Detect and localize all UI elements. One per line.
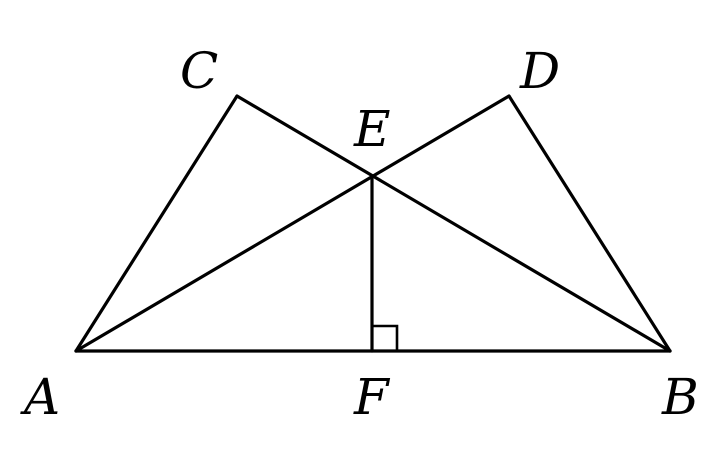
label-c: C: [180, 42, 218, 100]
right-angle-mark: [372, 324, 399, 351]
label-a: A: [20, 368, 60, 426]
segment-bc: [235, 94, 672, 353]
segment-bd: [507, 94, 672, 353]
label-e: E: [353, 100, 391, 158]
segment-ad: [74, 94, 511, 353]
segment-ac: [74, 94, 239, 353]
label-d: D: [519, 42, 560, 100]
label-f: F: [353, 368, 391, 426]
label-b: B: [661, 368, 699, 426]
